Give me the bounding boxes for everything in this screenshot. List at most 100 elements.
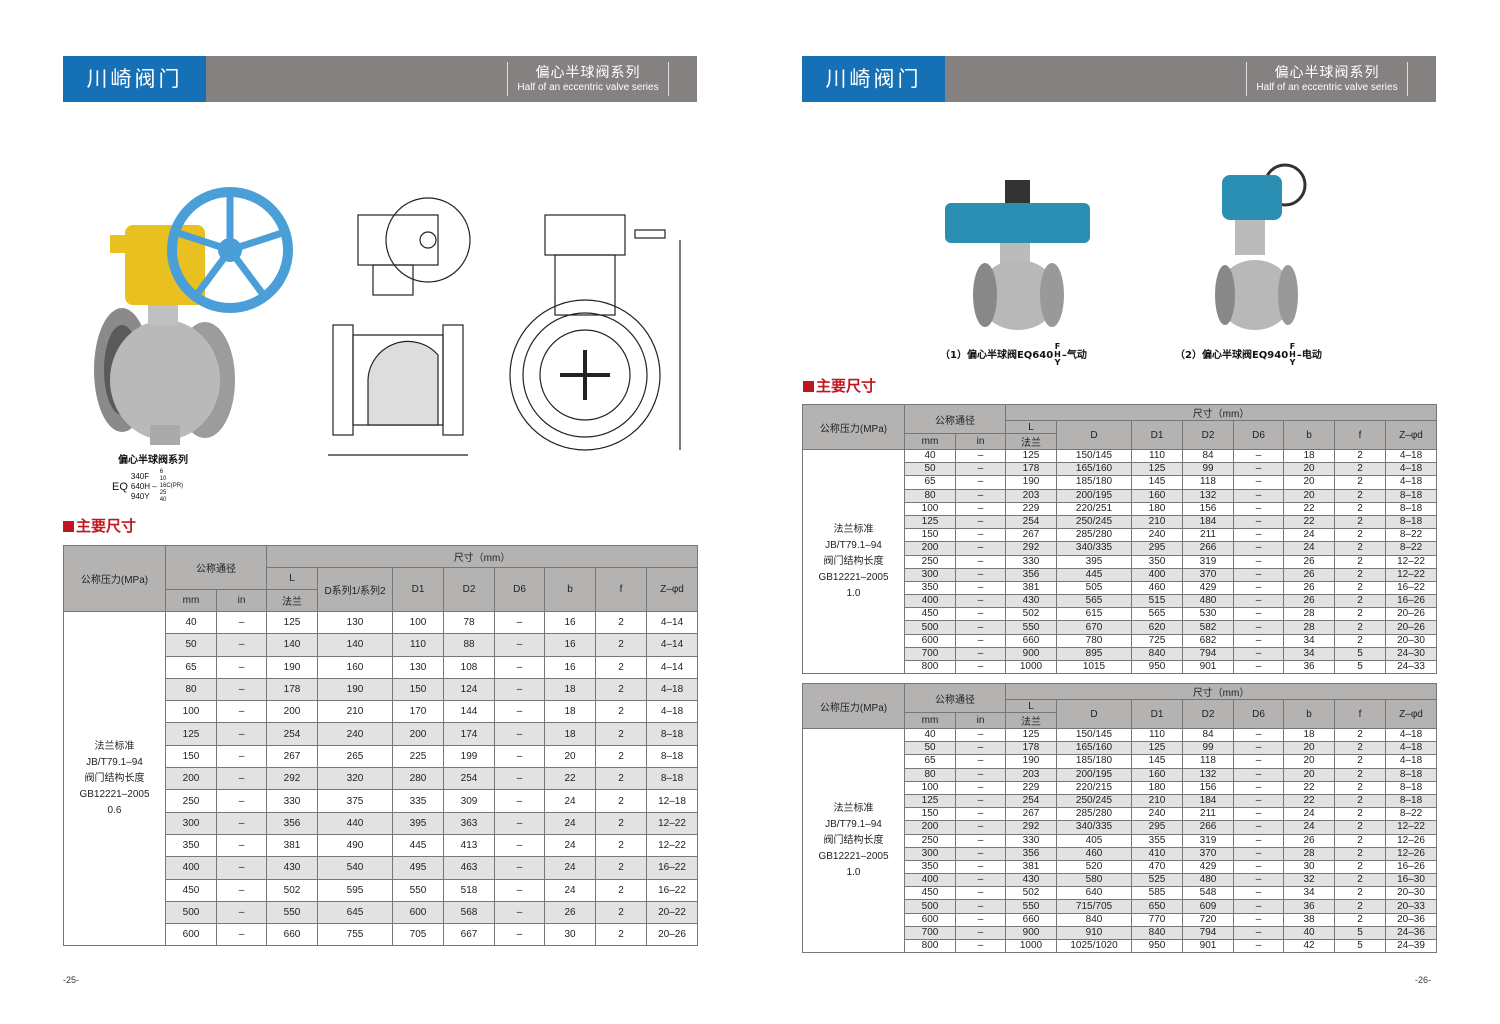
table-cell: 2 — [1334, 727, 1386, 743]
table-cell: 2 — [595, 677, 647, 702]
table-cell: 100 — [165, 700, 217, 724]
table-cell: – — [955, 646, 1006, 662]
table-cell: 24–30 — [1384, 646, 1438, 662]
table-cell: – — [955, 528, 1006, 543]
table-cell: 18 — [544, 722, 596, 746]
table-cell: 1025/1020 — [1056, 938, 1132, 954]
pressure-option: 40 — [159, 497, 167, 503]
table-cell: 4–14 — [645, 610, 699, 635]
header-L-flange: 法兰 — [1005, 433, 1057, 450]
table-cell: 2 — [1334, 528, 1386, 543]
table-cell: – — [494, 856, 545, 880]
header-in: in — [216, 589, 267, 612]
table-cell: 840 — [1131, 925, 1183, 941]
table-cell: 12–22 — [645, 811, 699, 835]
table-cell: 540 — [317, 856, 393, 880]
table-cell: – — [955, 501, 1006, 516]
table-cell: 185/180 — [1056, 475, 1132, 490]
header-mm: mm — [904, 433, 956, 450]
table-cell: 180 — [1131, 780, 1183, 795]
table-cell: 381 — [266, 833, 318, 858]
table-cell: – — [1233, 912, 1284, 927]
standard-line: 0.6 — [107, 804, 122, 816]
table-cell: 132 — [1182, 767, 1234, 782]
table-cell: 36 — [1283, 659, 1335, 675]
table-cell: 42 — [1283, 938, 1335, 954]
page-number-right: -26- — [1415, 975, 1432, 985]
table-cell: 550 — [266, 900, 318, 925]
header-b: b — [1283, 420, 1335, 450]
table-cell: – — [494, 833, 545, 858]
table-cell: 335 — [392, 789, 444, 813]
valve-drawing-front — [509, 214, 681, 451]
valve-photo-electric — [1215, 163, 1307, 330]
table-cell: 24 — [544, 789, 596, 813]
table-cell: 65 — [904, 475, 956, 490]
standard-line: JB/T79.1–94 — [825, 539, 882, 551]
table-cell: 375 — [317, 789, 393, 813]
table-cell: 4–14 — [645, 655, 699, 679]
table-cell: 160 — [1131, 767, 1183, 782]
table-cell: 450 — [165, 878, 217, 902]
table-cell: – — [494, 633, 545, 657]
table-cell: 2 — [1334, 807, 1386, 822]
table-cell: 463 — [443, 856, 495, 880]
table-cell: 620 — [1131, 620, 1183, 635]
table-cell: – — [955, 925, 1006, 941]
table-cell: 20 — [1283, 767, 1335, 782]
table-cell: 356 — [1005, 846, 1057, 861]
table-cell: 340/335 — [1056, 541, 1132, 556]
table-cell: 18 — [544, 677, 596, 702]
table-cell: 12–26 — [1384, 846, 1438, 861]
table-cell: 220/251 — [1056, 501, 1132, 516]
table-cell: – — [955, 659, 1006, 675]
header-D2: D2 — [1182, 699, 1234, 729]
table-cell: – — [216, 923, 267, 947]
table-cell: 2 — [1334, 873, 1386, 888]
table-cell: 36 — [1283, 899, 1335, 914]
table-cell: 8–18 — [1384, 501, 1438, 516]
table-cell: 2 — [1334, 501, 1386, 516]
table-cell: 99 — [1182, 741, 1234, 756]
table-cell: 292 — [1005, 541, 1057, 556]
caption-mid: H — [1054, 350, 1061, 359]
table-cell: 2 — [1334, 767, 1386, 782]
header-D1: D1 — [392, 567, 444, 612]
table-cell: 4–18 — [1384, 475, 1438, 490]
table-cell: 20 — [1283, 741, 1335, 756]
table-cell: 99 — [1182, 462, 1234, 477]
product-caption-title: 偏心半球阀系列 — [118, 455, 188, 466]
header-L-flange: 法兰 — [1005, 712, 1057, 729]
table-cell: 165/160 — [1056, 741, 1132, 756]
table-cell: 24 — [1283, 528, 1335, 543]
table-cell: 429 — [1182, 859, 1234, 875]
header-mm: mm — [904, 712, 956, 729]
table-cell: 2 — [595, 767, 647, 791]
table-cell: 22 — [1283, 501, 1335, 516]
caption-text: （2）偏心半球阀EQ940 — [1175, 350, 1289, 361]
table-cell: – — [955, 448, 1006, 464]
header-nominal-size: 公称通径 — [904, 683, 1006, 713]
header-z: Z–φd — [1384, 699, 1438, 729]
table-cell: 24 — [544, 833, 596, 858]
table-cell: 267 — [266, 744, 318, 769]
table-cell: 24 — [544, 878, 596, 902]
table-cell: 381 — [1005, 580, 1057, 596]
table-cell: 250 — [904, 833, 956, 848]
table-cell: 2 — [1334, 488, 1386, 503]
table-cell: 502 — [266, 878, 318, 902]
